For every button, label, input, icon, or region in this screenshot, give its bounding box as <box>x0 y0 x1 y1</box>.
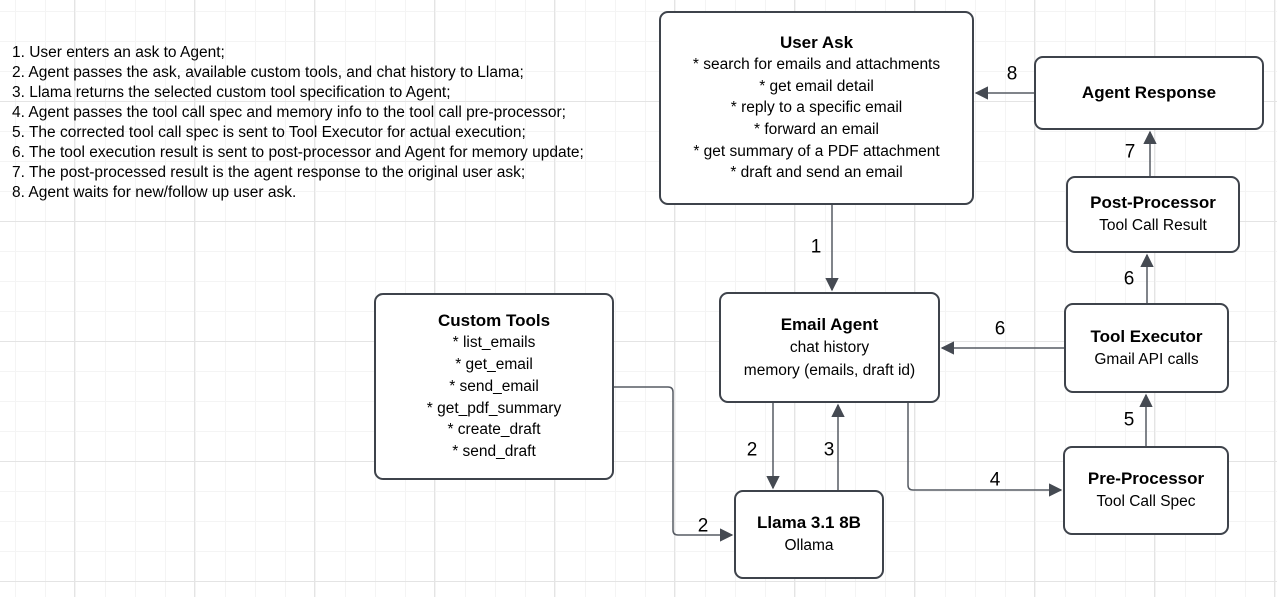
note-line: 4. Agent passes the tool call spec and m… <box>12 104 566 121</box>
note-line: 1. User enters an ask to Agent; <box>12 44 225 61</box>
node-title: Custom Tools <box>437 311 551 331</box>
node-user-ask: User Ask * search for emails and attachm… <box>659 11 974 205</box>
edge-label-6-post: 6 <box>1123 268 1135 290</box>
node-tool-executor: Tool Executor Gmail API calls <box>1064 303 1229 393</box>
edge-label-7: 7 <box>1124 141 1136 163</box>
node-line: chat history <box>789 338 870 356</box>
node-post-processor: Post-Processor Tool Call Result <box>1066 176 1240 253</box>
node-subtitle: Ollama <box>784 537 834 554</box>
node-item: * draft and send an email <box>730 164 903 182</box>
note-line: 2. Agent passes the ask, available custo… <box>12 64 524 81</box>
edge-4-emailagent-to-preprocessor <box>907 403 1063 497</box>
note-line: 3. Llama returns the selected custom too… <box>12 84 451 101</box>
node-item: * send_email <box>449 377 539 395</box>
node-item: * send_draft <box>452 442 536 460</box>
node-subtitle: Tool Call Spec <box>1096 493 1196 510</box>
node-subtitle: Gmail API calls <box>1094 350 1199 368</box>
edge-label-3: 3 <box>823 439 835 461</box>
edge-2-customtools-to-llama <box>613 386 734 542</box>
node-title: Pre-Processor <box>1087 469 1205 488</box>
node-item: * search for emails and attachments <box>692 55 941 73</box>
node-item: * get summary of a PDF attachment <box>693 142 940 160</box>
edge-label-5: 5 <box>1123 409 1135 431</box>
edge-label-1: 1 <box>810 236 822 258</box>
node-title: Email Agent <box>780 314 879 334</box>
node-subtitle: Tool Call Result <box>1099 217 1207 234</box>
note-line: 6. The tool execution result is sent to … <box>12 144 584 161</box>
node-item: * create_draft <box>447 421 541 439</box>
node-item: * get email detail <box>759 77 874 95</box>
edge-label-4: 4 <box>989 469 1001 491</box>
node-title: Llama 3.1 8B <box>757 513 861 532</box>
node-title: User Ask <box>779 32 854 52</box>
node-title: Tool Executor <box>1090 326 1203 346</box>
note-line: 8. Agent waits for new/follow up user as… <box>12 184 297 201</box>
node-line: memory (emails, draft id) <box>743 361 916 379</box>
node-custom-tools: Custom Tools * list_emails * get_email *… <box>374 293 614 480</box>
node-email-agent: Email Agent chat history memory (emails,… <box>719 292 940 403</box>
step-notes-list: 1. User enters an ask to Agent; 2. Agent… <box>12 43 660 203</box>
node-item: * forward an email <box>754 121 879 138</box>
node-title: Post-Processor <box>1090 193 1216 212</box>
node-title: Agent Response <box>1081 83 1217 102</box>
node-llama: Llama 3.1 8B Ollama <box>734 490 884 579</box>
note-line: 7. The post-processed result is the agen… <box>12 164 526 181</box>
node-item: * get_pdf_summary <box>426 399 562 417</box>
edge-label-2-tools: 2 <box>697 515 709 537</box>
edge-label-8: 8 <box>1006 63 1018 85</box>
node-item: * get_email <box>455 356 533 374</box>
edge-label-6-agent: 6 <box>994 318 1006 340</box>
note-line: 5. The corrected tool call spec is sent … <box>12 124 526 141</box>
edge-label-2-agent: 2 <box>746 439 758 461</box>
node-pre-processor: Pre-Processor Tool Call Spec <box>1063 446 1229 535</box>
node-item: * list_emails <box>452 334 536 352</box>
node-agent-response: Agent Response <box>1034 56 1264 130</box>
node-item: * reply to a specific email <box>730 99 903 117</box>
